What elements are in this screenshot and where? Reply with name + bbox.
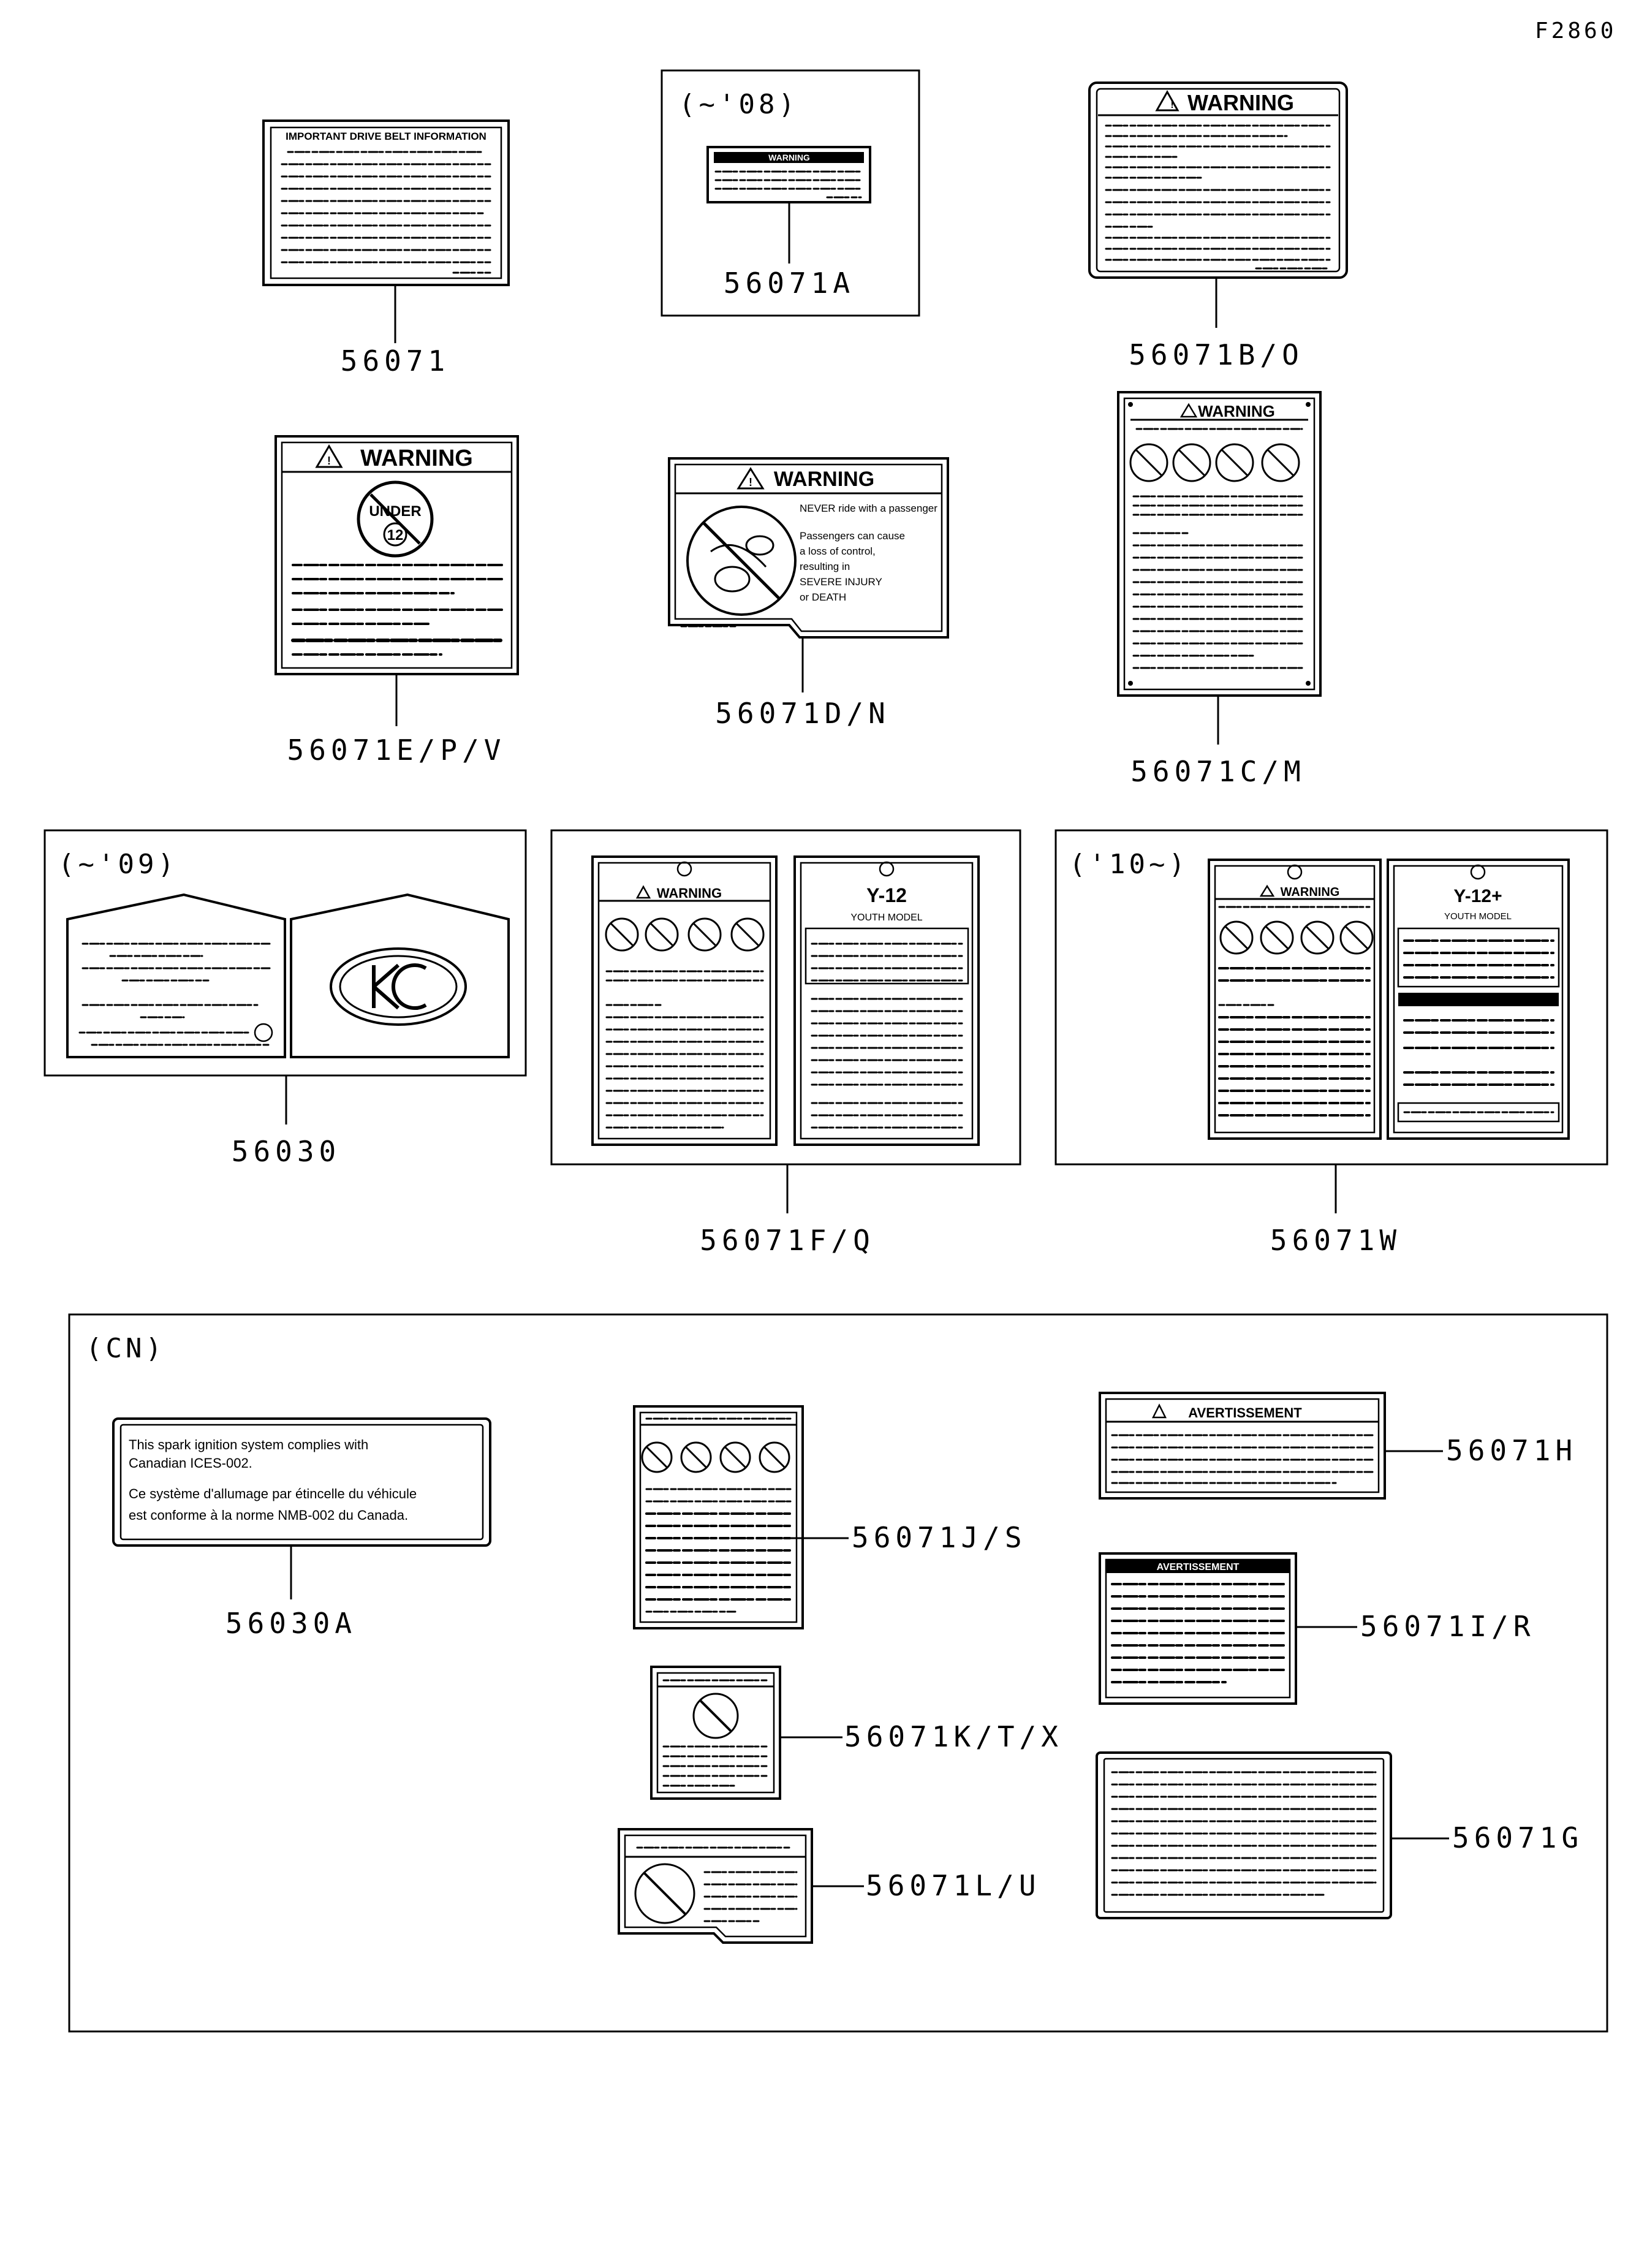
never-passenger-text: NEVER ride with a passenger: [800, 503, 937, 514]
svg-text:!: !: [749, 476, 752, 488]
sticker-56071Q-youth: Y-12 YOUTH MODEL: [793, 855, 980, 1146]
part-number-56071H: 56071H: [1446, 1434, 1577, 1467]
group-label-cn: (CN): [86, 1333, 165, 1364]
y12plus-title: Y-12+: [1453, 886, 1502, 906]
sticker-56071J-S: [633, 1405, 804, 1629]
sticker-56030-left: [66, 893, 286, 1058]
warning-title-56071D: WARNING: [774, 468, 874, 491]
or-death-text: or DEATH: [800, 591, 846, 603]
sticker-56030-right: [290, 893, 510, 1058]
twelve-text: 12: [387, 527, 404, 544]
y12-title: Y-12: [866, 884, 907, 906]
drive-belt-title: IMPORTANT DRIVE BELT INFORMATION: [286, 131, 487, 142]
sticker-56071K-T-X: [650, 1666, 781, 1800]
part-number-56071W: 56071W: [1270, 1224, 1401, 1257]
youth-model-text-w: YOUTH MODEL: [1444, 911, 1512, 922]
warning-title-56071E: WARNING: [360, 446, 473, 471]
sticker-56030A: This spark ignition system complies with…: [112, 1417, 491, 1547]
sticker-56071W-warning: WARNING: [1208, 859, 1382, 1140]
sticker-56071E-P-V: ! WARNING UNDER 12: [274, 435, 519, 675]
part-number-56071G: 56071G: [1452, 1821, 1583, 1854]
group-box-F-Q: [550, 829, 1021, 1166]
part-number-56071: 56071: [341, 344, 450, 377]
group-label-08: (~'08): [679, 89, 798, 120]
avertissement-title-I: AVERTISSEMENT: [1157, 1562, 1240, 1572]
cn-line2: Canadian ICES-002.: [129, 1455, 252, 1471]
part-number-56071D-N: 56071D/N: [715, 697, 890, 730]
youth-model-text: YOUTH MODEL: [850, 912, 922, 923]
warning-title-56071W: WARNING: [1281, 886, 1340, 899]
cn-line4: est conforme à la norme NMB-002 du Canad…: [129, 1508, 408, 1523]
sticker-56071: IMPORTANT DRIVE BELT INFORMATION: [262, 119, 510, 286]
sticker-56071L-U: [618, 1828, 813, 1944]
cn-line3: Ce système d'allumage par étincelle du v…: [129, 1486, 417, 1501]
sticker-56071I-R: AVERTISSEMENT: [1099, 1552, 1297, 1705]
part-number-56030A: 56030A: [225, 1607, 357, 1640]
warning-title-56071B: WARNING: [1187, 90, 1294, 115]
resulting-in-text: resulting in: [800, 561, 850, 572]
sticker-56071C-M: WARNING: [1117, 391, 1322, 697]
avertissement-title-H: AVERTISSEMENT: [1188, 1405, 1302, 1420]
sticker-56071B-O: ! WARNING: [1088, 82, 1348, 279]
part-number-56071J-S: 56071J/S: [852, 1521, 1027, 1554]
part-number-56030: 56030: [232, 1135, 341, 1168]
warning-title-56071C: WARNING: [1198, 402, 1275, 420]
part-number-56071K-T-X: 56071K/T/X: [844, 1720, 1063, 1753]
part-number-56071F-Q: 56071F/Q: [700, 1224, 875, 1257]
part-number-56071B-O: 56071B/O: [1129, 338, 1304, 371]
part-number-56071L-U: 56071L/U: [866, 1869, 1041, 1902]
svg-text:!: !: [1170, 100, 1173, 110]
sticker-56071W-youth: Y-12+ YOUTH MODEL: [1387, 859, 1570, 1140]
severe-injury-text: SEVERE INJURY: [800, 576, 882, 588]
cn-line1: This spark ignition system complies with: [129, 1437, 368, 1452]
group-box-08: [661, 69, 920, 317]
group-box-cn: [68, 1313, 1608, 2033]
sticker-56071H: AVERTISSEMENT: [1099, 1392, 1386, 1500]
group-label-09: (~'09): [58, 849, 178, 880]
part-number-56071I-R: 56071I/R: [1360, 1610, 1535, 1643]
figure-code: F2860: [1535, 18, 1616, 44]
warning-title-56071F: WARNING: [657, 886, 722, 901]
sticker-56071D-N: ! WARNING NEVER ride with a passenger Pa…: [668, 457, 949, 639]
sticker-56071G: [1096, 1751, 1392, 1919]
passengers-cause-text: Passengers can cause: [800, 530, 905, 542]
warning-title-56071A: WARNING: [768, 153, 810, 162]
loss-of-control-text: a loss of control,: [800, 545, 876, 557]
sticker-56071F-warning: WARNING: [591, 855, 778, 1146]
group-box-10: [1054, 829, 1608, 1166]
part-number-56071E-P-V: 56071E/P/V: [287, 734, 506, 767]
group-label-10: ('10~): [1069, 849, 1189, 880]
part-number-56071C-M: 56071C/M: [1130, 755, 1306, 788]
sticker-56071A: WARNING: [706, 146, 871, 203]
svg-text:!: !: [327, 455, 331, 467]
part-number-56071A: 56071A: [724, 267, 855, 300]
